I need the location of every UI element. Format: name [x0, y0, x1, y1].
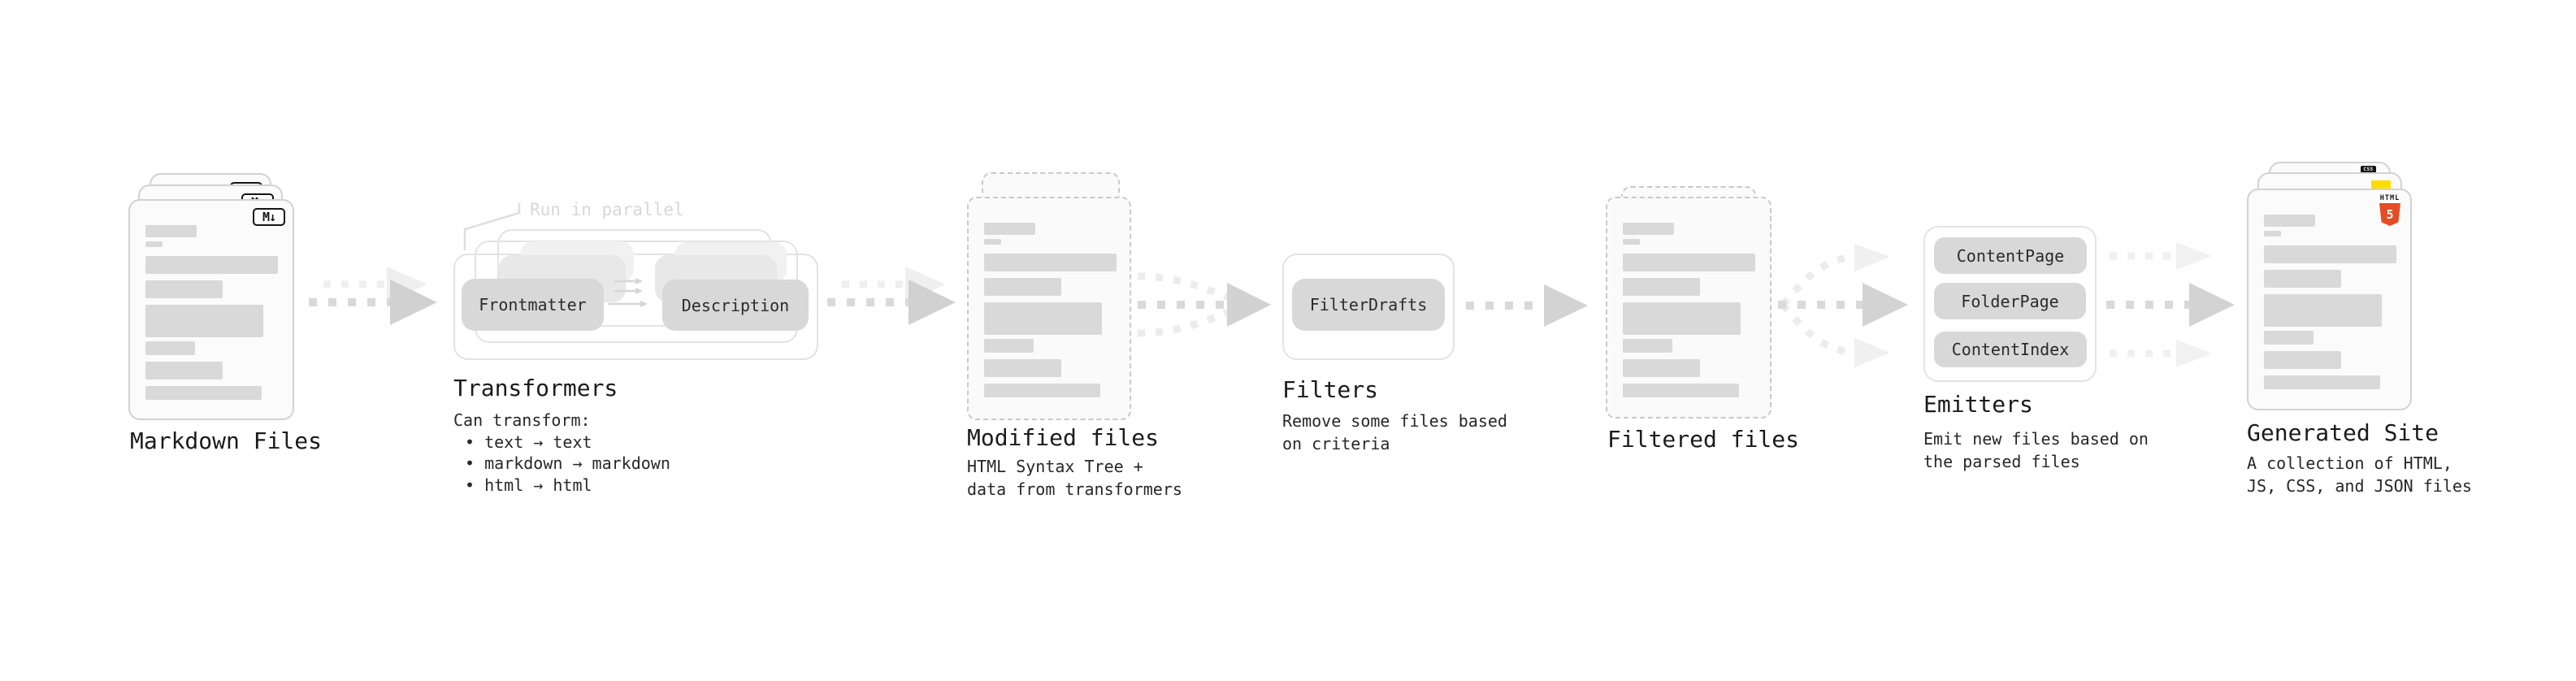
skeleton-bar [984, 254, 1117, 271]
stage-description: Can transform: text → text markdown → ma… [453, 410, 670, 496]
html5-icon-number: 5 [2386, 206, 2394, 222]
skeleton-bar [2264, 375, 2380, 389]
flow-merge-arrow-icon [1137, 272, 1271, 337]
skeleton-bar [145, 280, 223, 298]
stage-description: A collection of HTML, JS, CSS, and JSON … [2247, 453, 2472, 496]
flow-triple-arrow-icon [2106, 242, 2235, 367]
skeleton-bar [1623, 278, 1700, 296]
file-page [1606, 197, 1772, 419]
markdown-icon: M↓ [253, 208, 285, 226]
stage-description: Remove some files based on criteria [1282, 411, 1507, 453]
desc-bullet: html → html [453, 475, 670, 497]
flow-arrow-icon [827, 267, 956, 325]
html5-icon: HTML 5 [2378, 194, 2402, 226]
html5-icon-shield: 5 [2379, 203, 2400, 226]
skeleton-bar [1623, 223, 1674, 235]
node-contentindex: ContentIndex [1934, 332, 2087, 367]
skeleton-bar [2264, 294, 2382, 327]
skeleton-bar [984, 339, 1034, 353]
transform-arrows-icon [608, 278, 648, 307]
file-page [967, 197, 1131, 420]
skeleton-bar [1623, 302, 1741, 335]
node-description: Description [662, 280, 809, 331]
html5-icon-label: HTML [2379, 194, 2400, 202]
flow-arrow-icon [1466, 284, 1588, 327]
skeleton-bar [2264, 270, 2341, 288]
stage-title: Transformers [453, 375, 618, 401]
stage-title: Filters [1282, 376, 1379, 403]
desc-bullet: text → text [453, 432, 670, 453]
stage-title: Generated Site [2247, 419, 2439, 446]
transformer-card [453, 254, 818, 360]
emitters-box [1923, 226, 2097, 382]
stage-title: Modified files [967, 424, 1160, 451]
skeleton-bar [1623, 359, 1700, 377]
stage-title: Filtered files [1607, 426, 1800, 453]
skeleton-bar [2264, 215, 2315, 227]
file-page: M↓ [128, 199, 294, 420]
node-filterdrafts: FilterDrafts [1292, 279, 1445, 331]
skeleton-bar [145, 256, 278, 274]
stage-description: HTML Syntax Tree + data from transformer… [967, 457, 1182, 499]
skeleton-bar [145, 225, 197, 237]
skeleton-bar [145, 341, 195, 355]
skeleton-bar [145, 305, 263, 337]
file-page: HTML 5 [2247, 189, 2412, 410]
skeleton-bar [1623, 254, 1755, 271]
stage-description: Emit new files based on the parsed files [1923, 429, 2149, 471]
skeleton-bar [984, 384, 1100, 397]
skeleton-bar [984, 302, 1102, 335]
skeleton-bar [145, 241, 163, 247]
skeleton-bar [2264, 331, 2314, 345]
skeleton-bar [1623, 339, 1672, 353]
skeleton-bar [984, 359, 1061, 377]
css-icon-label: CSS [2361, 166, 2376, 173]
skeleton-bar [145, 362, 223, 380]
node-contentpage: ContentPage [1934, 237, 2087, 274]
filters-box [1282, 254, 1455, 360]
desc-intro: Can transform: [453, 410, 591, 430]
callout-line [463, 203, 521, 250]
skeleton-bar [2264, 351, 2341, 369]
skeleton-bar [984, 239, 1001, 245]
flow-arrow-icon [309, 267, 437, 325]
skeleton-bar [1623, 384, 1739, 397]
stage-title: Markdown Files [130, 427, 323, 454]
flow-split-arrow-icon [1778, 244, 1908, 367]
skeleton-bar [984, 278, 1061, 296]
skeleton-bar [2264, 231, 2281, 236]
desc-bullet: markdown → markdown [453, 453, 670, 475]
node-frontmatter: Frontmatter [462, 279, 604, 331]
run-in-parallel-label: Run in parallel [530, 200, 684, 219]
js-icon [2371, 180, 2391, 191]
skeleton-bar [1623, 239, 1640, 245]
skeleton-bar [2264, 245, 2396, 263]
stage-title: Emitters [1923, 391, 2033, 418]
skeleton-bar [984, 223, 1035, 235]
skeleton-bar [145, 386, 262, 400]
node-folderpage: FolderPage [1934, 283, 2086, 319]
